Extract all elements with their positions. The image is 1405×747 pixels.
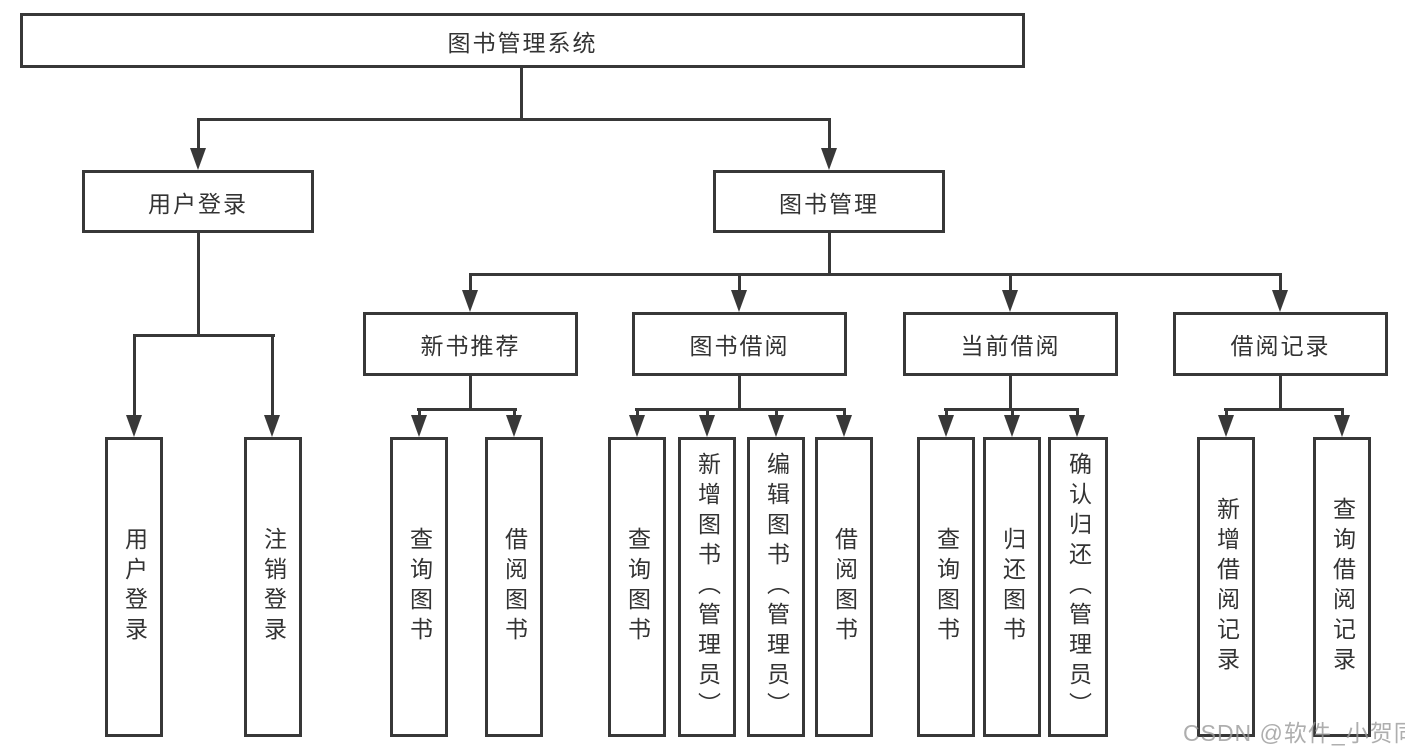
connector-records-rail [1224, 408, 1344, 411]
arrow-down-leaf [836, 415, 852, 437]
arrow-down-book-mgmt [821, 148, 837, 170]
connector-login-trunk [197, 233, 200, 337]
arrow-down-records [1272, 290, 1288, 312]
connector-drop-records [1279, 275, 1282, 291]
arrow-down-recommend [462, 290, 478, 312]
arrow-down-leaf [1334, 415, 1350, 437]
connector-drop-leaf-login [133, 336, 136, 416]
connector-root-trunk [520, 68, 523, 121]
arrow-down-leaf [699, 415, 715, 437]
connector-mgmt-trunk [828, 233, 831, 275]
arrow-down-current [1002, 290, 1018, 312]
connector-login-rail [133, 334, 275, 337]
node-new-book-recommend: 新书推荐 [363, 312, 578, 376]
csdn-watermark: CSDN @软件_小贺同学 [1183, 720, 1405, 746]
arrow-down-user-login [190, 148, 206, 170]
arrow-down-leaf [1004, 415, 1020, 437]
leaf-current-return-books: 归还图书 [983, 437, 1041, 737]
connector-drop-leaf-logout [271, 336, 274, 416]
leaf-borrow-query-books: 查询图书 [608, 437, 666, 737]
leaf-current-confirm-return-admin: 确认归还（管理员） [1048, 437, 1108, 737]
connector-current-rail [944, 408, 1079, 411]
leaf-borrow-edit-books-admin: 编辑图书（管理员） [747, 437, 805, 737]
leaf-recommend-borrow-books: 借阅图书 [485, 437, 543, 737]
arrow-down-leaf [629, 415, 645, 437]
arrow-down-leaf-logout [264, 415, 280, 437]
arrow-down-leaf [411, 415, 427, 437]
arrow-down-leaf [1218, 415, 1234, 437]
node-library-system: 图书管理系统 [20, 13, 1025, 68]
connector-drop [843, 410, 846, 417]
connector-drop [945, 410, 948, 417]
connector-drop [706, 410, 709, 417]
leaf-records-query-record: 查询借阅记录 [1313, 437, 1371, 737]
connector-recommend-rail [417, 408, 517, 411]
connector-drop [513, 410, 516, 417]
arrow-down-leaf [938, 415, 954, 437]
node-borrow-records: 借阅记录 [1173, 312, 1388, 376]
arrow-down-leaf [1069, 415, 1085, 437]
arrow-down-borrow [731, 290, 747, 312]
connector-drop [1011, 410, 1014, 417]
leaf-records-add-record: 新增借阅记录 [1197, 437, 1255, 737]
connector-drop-borrow [738, 275, 741, 291]
connector-drop [636, 410, 639, 417]
connector-drop [1225, 410, 1228, 417]
connector-borrow-trunk [738, 376, 741, 410]
connector-recommend-trunk [469, 376, 472, 410]
leaf-logout: 注销登录 [244, 437, 302, 737]
connector-drop [1341, 410, 1344, 417]
leaf-borrow-add-books-admin: 新增图书（管理员） [678, 437, 736, 737]
connector-drop-recommend [469, 275, 472, 291]
arrow-down-leaf [506, 415, 522, 437]
node-user-login: 用户登录 [82, 170, 314, 233]
connector-borrow-rail [635, 408, 846, 411]
connector-drop [1076, 410, 1079, 417]
connector-records-trunk [1279, 376, 1282, 410]
node-book-borrow: 图书借阅 [632, 312, 847, 376]
leaf-recommend-query-books: 查询图书 [390, 437, 448, 737]
connector-drop [418, 410, 421, 417]
connector-drop-user-login [197, 120, 200, 148]
connector-drop-current [1009, 275, 1012, 291]
leaf-user-login: 用户登录 [105, 437, 163, 737]
connector-root-rail [197, 118, 831, 121]
connector-drop-book-mgmt [828, 120, 831, 148]
leaf-borrow-borrow-books: 借阅图书 [815, 437, 873, 737]
node-book-management: 图书管理 [713, 170, 945, 233]
connector-drop [775, 410, 778, 417]
connector-current-trunk [1009, 376, 1012, 410]
arrow-down-leaf [768, 415, 784, 437]
node-current-borrow: 当前借阅 [903, 312, 1118, 376]
connector-mgmt-rail [469, 273, 1282, 276]
leaf-current-query-books: 查询图书 [917, 437, 975, 737]
arrow-down-leaf-login [126, 415, 142, 437]
